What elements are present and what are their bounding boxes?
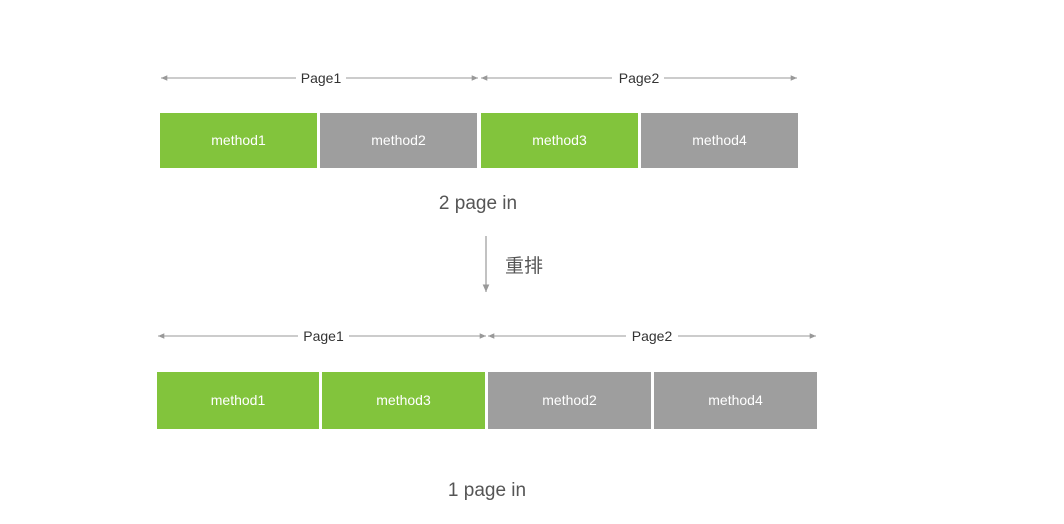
method-block [481,113,638,168]
method-block-label: method3 [376,392,431,408]
before-page2-span: Page2 [481,70,797,86]
method-block-label: method2 [371,132,426,148]
method-block [654,372,817,429]
after-page2-label: Page2 [632,328,673,344]
method-block [160,113,317,168]
after-page1-span: Page1 [158,328,486,344]
transform-label: 重排 [505,255,543,277]
after-section: Page1 Page2 method1 method3 method2 meth… [157,328,817,501]
method-block [322,372,485,429]
before-page1-span: Page1 [161,70,478,86]
after-caption: 1 page in [448,480,526,501]
before-section: Page1 Page2 method1 method2 method3 meth… [160,70,798,214]
method-block [641,113,798,168]
before-page1-label: Page1 [301,70,342,86]
method-block-label: method4 [708,392,763,408]
method-block-label: method1 [211,392,266,408]
method-block [488,372,651,429]
method-block [157,372,319,429]
method-block-label: method4 [692,132,747,148]
before-caption: 2 page in [439,193,517,214]
transform-step: 重排 [482,236,543,292]
method-block-label: method1 [211,132,266,148]
after-page2-span: Page2 [488,328,816,344]
method-block-label: method3 [532,132,587,148]
method-block [320,113,477,168]
before-page2-label: Page2 [619,70,660,86]
after-page1-label: Page1 [303,328,344,344]
method-block-label: method2 [542,392,597,408]
